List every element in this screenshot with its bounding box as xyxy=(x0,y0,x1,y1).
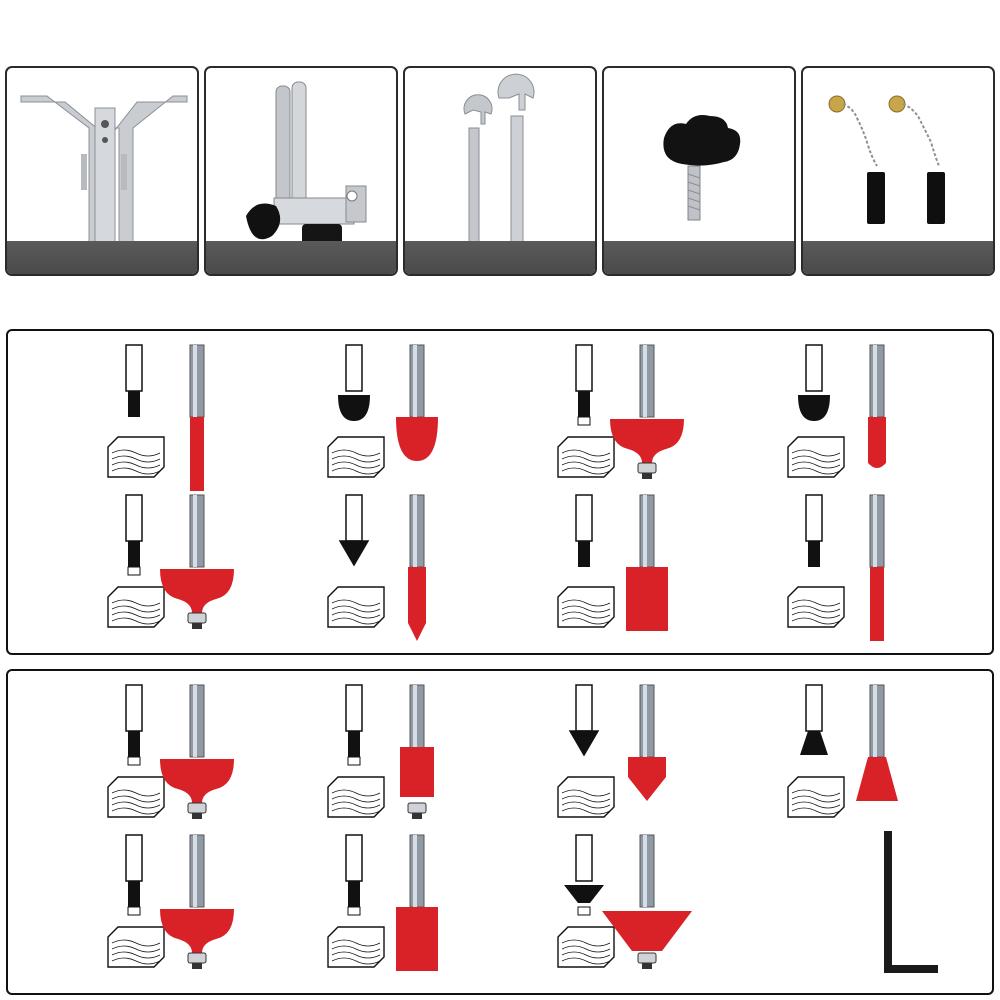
display-floor xyxy=(803,241,993,274)
flush-trim-bit-icon xyxy=(327,684,434,819)
bit-line-diagram xyxy=(327,494,385,628)
bit-line-diagram xyxy=(557,494,615,628)
router-bit-cell-roman-ogee xyxy=(548,341,748,491)
router-bit-cell-straight xyxy=(98,341,298,491)
bit-color-render xyxy=(160,684,234,819)
cove-box-bit-icon xyxy=(787,344,886,478)
edge-guide-icon xyxy=(20,95,188,249)
dovetail-bit-icon xyxy=(787,684,898,818)
guide-clamp-card xyxy=(204,66,398,276)
guide-bracket-icon xyxy=(246,81,367,254)
bit-line-diagram xyxy=(557,834,615,968)
bit-color-render xyxy=(396,344,438,461)
bit-line-diagram xyxy=(557,344,615,478)
bit-color-render xyxy=(602,834,692,969)
knob-screw-card xyxy=(602,66,796,276)
round-over-bit-icon xyxy=(107,494,234,629)
router-bit-cell-straight-large xyxy=(318,831,518,981)
bit-color-render xyxy=(856,684,898,801)
bit-set-panel-1 xyxy=(6,329,994,655)
bit-color-render xyxy=(626,494,668,631)
bit-line-diagram xyxy=(787,494,845,628)
bit-line-diagram xyxy=(107,684,165,818)
bit-line-diagram xyxy=(107,344,165,478)
router-bit-cell-flush-trim xyxy=(318,681,518,831)
straight-large-bit-icon xyxy=(327,834,438,971)
bit-line-diagram xyxy=(107,834,165,968)
bit-color-render xyxy=(160,494,234,629)
core-box-bit-icon xyxy=(327,344,438,478)
bit-color-render xyxy=(610,344,684,479)
router-bit-cell-cove xyxy=(778,341,978,491)
bit-line-diagram xyxy=(557,684,615,818)
bit-color-render xyxy=(868,344,886,468)
display-floor xyxy=(206,241,396,274)
bit-color-render xyxy=(869,494,885,641)
straight-bit-icon xyxy=(107,344,205,491)
display-floor xyxy=(604,241,794,274)
bit-color-render xyxy=(628,684,666,801)
v-groove-bit-icon xyxy=(557,684,666,818)
carbon-brushes-card xyxy=(801,66,995,276)
bit-line-diagram xyxy=(327,344,385,478)
star-knob-icon xyxy=(663,115,741,221)
router-bit-cell-hex-key xyxy=(778,831,978,981)
bit-line-diagram xyxy=(327,684,385,818)
router-bit-cell-round-over xyxy=(98,491,298,641)
round-over-large-bit-icon xyxy=(107,834,234,969)
bit-set-panel-2 xyxy=(6,669,994,995)
edge-guide-card xyxy=(5,66,199,276)
chamfer-bit-icon xyxy=(557,834,692,969)
router-bit-cell-straight-wide xyxy=(548,491,748,641)
allen-key-icon xyxy=(884,831,938,973)
wrench-pair-icon xyxy=(463,73,535,251)
router-bit-cell-dovetail xyxy=(778,681,978,831)
bit-color-render xyxy=(160,834,234,969)
display-floor xyxy=(405,241,595,274)
straight-narrow-bit-icon xyxy=(787,494,885,641)
router-bit-cell-round-nose xyxy=(318,341,518,491)
carbon-brush-icon xyxy=(828,95,945,224)
router-bit-cell-chamfer xyxy=(548,831,748,981)
bit-line-diagram xyxy=(787,684,845,818)
round-over-bearing-bit-icon xyxy=(107,684,234,819)
straight-wide-bit-icon xyxy=(557,494,668,631)
router-bit-cell-v-point xyxy=(318,491,518,641)
bit-color-render xyxy=(189,344,205,491)
bit-line-diagram xyxy=(787,344,845,478)
v-point-bit-icon xyxy=(327,494,426,641)
bit-color-render xyxy=(408,494,426,641)
router-bit-cell-round-over-bearing xyxy=(98,681,298,831)
router-bit-cell-round-over-large xyxy=(98,831,298,981)
wrenches-card xyxy=(403,66,597,276)
roman-ogee-bit-icon xyxy=(557,344,684,479)
display-floor xyxy=(7,241,197,274)
router-bit-cell-v-groove xyxy=(548,681,748,831)
bit-color-render xyxy=(396,834,438,971)
bit-color-render xyxy=(400,684,434,819)
bit-line-diagram xyxy=(107,494,165,628)
bit-line-diagram xyxy=(327,834,385,968)
router-bit-cell-straight-narrow xyxy=(778,491,978,641)
